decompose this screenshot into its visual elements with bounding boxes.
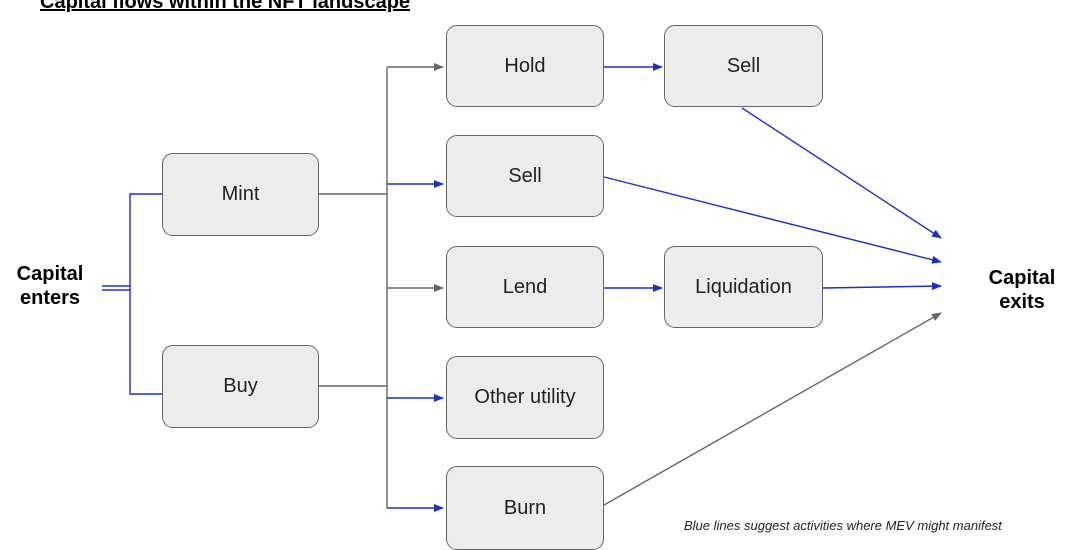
capital-exits-line2: exits bbox=[999, 291, 1045, 313]
arrow-sell2-to-exit bbox=[741, 107, 942, 239]
mev-legend-note: Blue lines suggest activities where MEV … bbox=[684, 518, 1002, 533]
capital-exits-line1: Capital bbox=[988, 267, 1056, 289]
buy-node: Buy bbox=[162, 345, 319, 428]
trunk-lines bbox=[319, 67, 388, 508]
sell-node: Sell bbox=[446, 135, 604, 217]
other-utility-node: Other utility bbox=[446, 356, 604, 439]
arrow-sell-to-exit bbox=[603, 176, 942, 264]
sell-after-hold-node: Sell bbox=[664, 25, 823, 107]
arrow-burn-to-exit bbox=[603, 312, 942, 506]
mint-node: Mint bbox=[162, 153, 319, 236]
enters-bracket bbox=[102, 193, 162, 395]
capital-exits-label: Capital exits bbox=[976, 266, 1068, 314]
liquidation-node: Liquidation bbox=[664, 246, 823, 328]
hold-node: Hold bbox=[446, 25, 604, 107]
capital-enters-line1: Capital bbox=[16, 263, 84, 285]
capital-enters-label: Capital enters bbox=[8, 262, 92, 310]
lend-node: Lend bbox=[446, 246, 604, 328]
arrow-liquidation-to-exit bbox=[822, 282, 942, 291]
flow-connectors bbox=[102, 63, 942, 512]
capital-enters-line2: enters bbox=[19, 287, 81, 309]
page-title: Capital flows within the NFT landscape bbox=[40, 0, 411, 13]
burn-node: Burn bbox=[446, 466, 604, 550]
